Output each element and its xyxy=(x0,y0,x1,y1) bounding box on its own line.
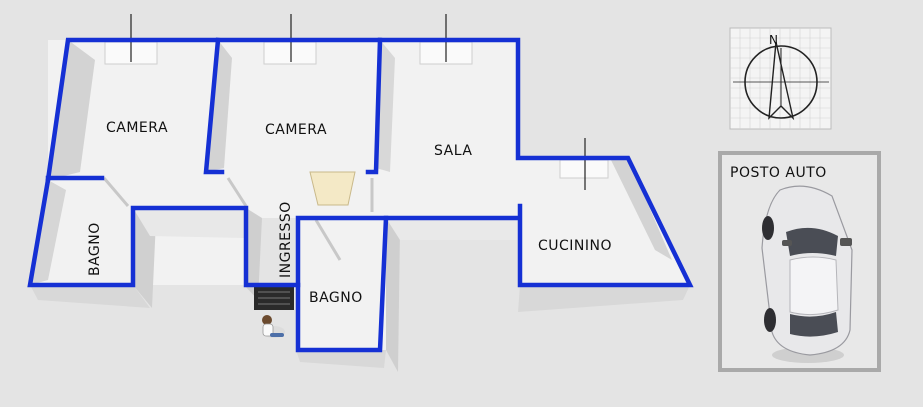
room-label-bagno-left: BAGNO xyxy=(87,222,103,276)
room-label-ingresso: INGRESSO xyxy=(278,201,294,278)
parking-spot: POSTO AUTO xyxy=(718,151,881,372)
window-cucinino xyxy=(559,159,609,179)
room-label-sala: SALA xyxy=(434,143,472,159)
parking-label: POSTO AUTO xyxy=(730,165,827,181)
compass-north-label: N xyxy=(769,33,778,47)
door-camera-middle xyxy=(309,171,356,206)
compass-rose: N xyxy=(729,27,832,130)
floor-area xyxy=(30,40,690,372)
room-label-cucinino: CUCININO xyxy=(538,238,612,254)
person-icon xyxy=(262,315,285,338)
car-icon xyxy=(761,185,853,363)
room-label-camera-left: CAMERA xyxy=(106,120,168,136)
room-label-camera-middle: CAMERA xyxy=(265,122,327,138)
window-camera-middle xyxy=(263,41,317,65)
doors xyxy=(102,171,374,310)
walls xyxy=(27,37,694,353)
room-label-bagno-middle: BAGNO xyxy=(309,290,363,306)
